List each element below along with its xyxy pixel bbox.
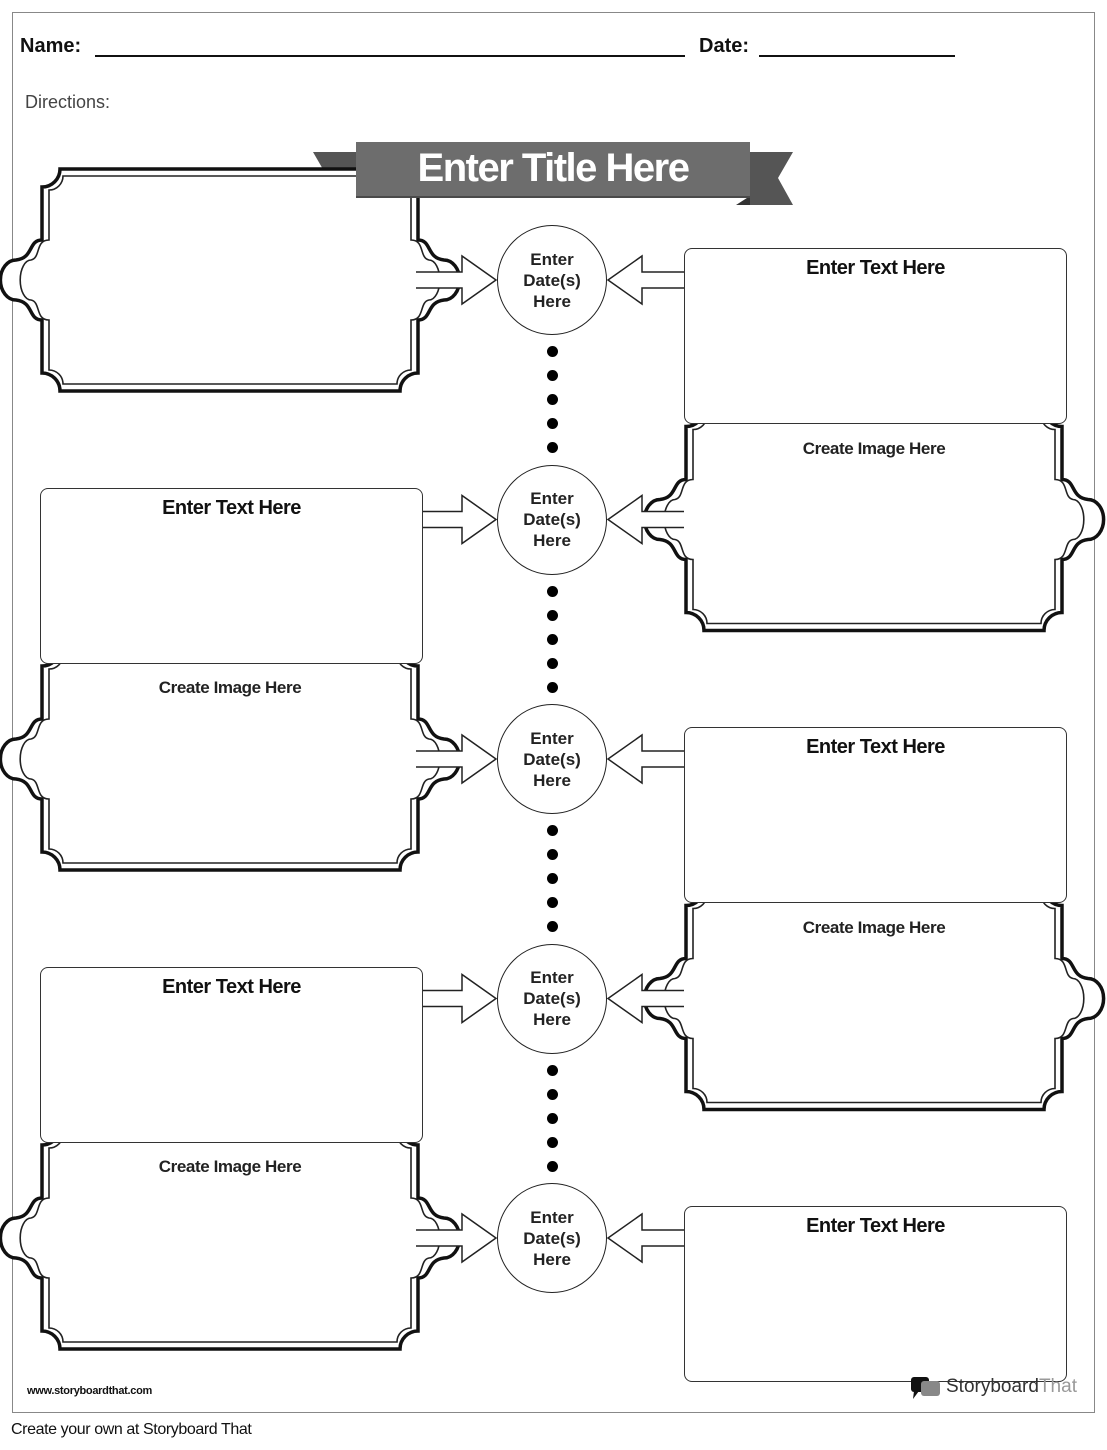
speech-bubble-icon [911, 1377, 940, 1399]
arrow-left-icon [606, 494, 684, 545]
date-circle-5[interactable]: Enter Date(s) Here [497, 1183, 607, 1293]
timeline-dot [547, 1064, 558, 1076]
timeline-dot [547, 1088, 558, 1100]
ornate-frame-outer [0, 1125, 462, 1351]
timeline-dot [547, 633, 558, 645]
ornate-frame-inner [19, 1133, 441, 1343]
image-frame-right-4[interactable]: Create Image Here [686, 888, 1062, 1110]
title-banner[interactable]: Enter Title Here [356, 142, 750, 196]
banner-tail-right [750, 152, 793, 205]
arrow-right-icon [416, 973, 498, 1024]
ornate-frame-inner [663, 893, 1085, 1104]
text-box-right-5[interactable]: Enter Text Here [684, 1206, 1067, 1382]
website-text: www.storyboardthat.com [27, 1385, 153, 1397]
arrow-left-icon [606, 733, 684, 785]
image-frame-label: Create Image Here [158, 1157, 302, 1176]
text-box-label: Enter Text Here [806, 736, 945, 758]
timeline-dot [547, 442, 558, 453]
timeline-dot [547, 585, 558, 597]
date-label: Enter Date(s) Here [523, 1207, 581, 1269]
date-label: Enter Date(s) Here [523, 728, 581, 790]
arrow-right-icon [416, 494, 498, 545]
image-frame-label: Create Image Here [802, 438, 946, 458]
timeline-dot [547, 1112, 558, 1124]
text-box-right-3[interactable]: Enter Text Here [684, 727, 1067, 903]
date-field[interactable] [759, 55, 955, 57]
image-frame-left-1[interactable] [42, 169, 418, 391]
arrow-right-icon [416, 1212, 498, 1264]
ornate-frame-inner [19, 175, 441, 385]
text-box-label: Enter Text Here [806, 1215, 945, 1237]
image-frame-right-2[interactable]: Create Image Here [686, 409, 1062, 631]
text-box-label: Enter Text Here [162, 975, 301, 998]
image-frame-left-5[interactable]: Create Image Here [42, 1127, 418, 1349]
directions-label: Directions: [25, 92, 111, 112]
arrow-right-icon [416, 733, 498, 785]
timeline-dot [547, 825, 558, 836]
timeline-dot [547, 681, 558, 693]
date-label: Enter Date(s) Here [523, 249, 581, 311]
timeline-dot [547, 1160, 558, 1172]
name-label: Name: [20, 35, 82, 57]
timeline-dot [547, 418, 558, 429]
timeline-dot [547, 609, 558, 621]
date-label: Enter Date(s) Here [523, 968, 581, 1029]
date-circle-3[interactable]: Enter Date(s) Here [497, 704, 607, 814]
date-circle-1[interactable]: Enter Date(s) Here [497, 225, 607, 335]
arrow-left-icon [606, 1212, 684, 1264]
arrow-right-icon [416, 254, 498, 306]
timeline-dot [547, 873, 558, 884]
brand-accent: That [1038, 1376, 1077, 1397]
image-frame-label: Create Image Here [802, 917, 946, 937]
text-box-left-4[interactable]: Enter Text Here [40, 966, 423, 1143]
timeline-dot [547, 394, 558, 405]
timeline-dot [547, 921, 558, 932]
timeline-dot [547, 657, 558, 669]
text-box-right-1[interactable]: Enter Text Here [684, 248, 1067, 424]
timeline-dot [547, 346, 558, 357]
image-frame-left-3[interactable]: Create Image Here [42, 648, 418, 870]
image-frame-label: Create Image Here [158, 678, 302, 697]
date-label: Enter Date(s) Here [523, 489, 581, 550]
text-box-label: Enter Text Here [806, 257, 945, 279]
timeline-dot [547, 1136, 558, 1148]
text-box-label: Enter Text Here [162, 496, 301, 519]
ornate-frame-outer [0, 167, 462, 393]
date-label: Date: [699, 35, 750, 57]
timeline-dot [547, 849, 558, 860]
date-circle-4[interactable]: Enter Date(s) Here [497, 943, 607, 1054]
banner-fold-right [736, 196, 750, 205]
text-box-left-2[interactable]: Enter Text Here [40, 487, 423, 664]
ornate-frame-outer [642, 885, 1106, 1112]
arrow-left-icon [606, 973, 684, 1024]
ornate-frame-inner [19, 654, 441, 864]
name-field[interactable] [95, 55, 685, 57]
create-your-own-link[interactable]: Create your own at Storyboard That [11, 1421, 252, 1438]
ornate-frame-outer [0, 646, 462, 872]
timeline-dot [547, 897, 558, 908]
ornate-frame-outer [642, 406, 1106, 633]
ornate-frame-inner [663, 414, 1085, 625]
arrow-left-icon [606, 254, 684, 306]
brand-main: Storyboard [946, 1376, 1039, 1397]
timeline-dot [547, 370, 558, 381]
date-circle-2[interactable]: Enter Date(s) Here [497, 464, 607, 575]
